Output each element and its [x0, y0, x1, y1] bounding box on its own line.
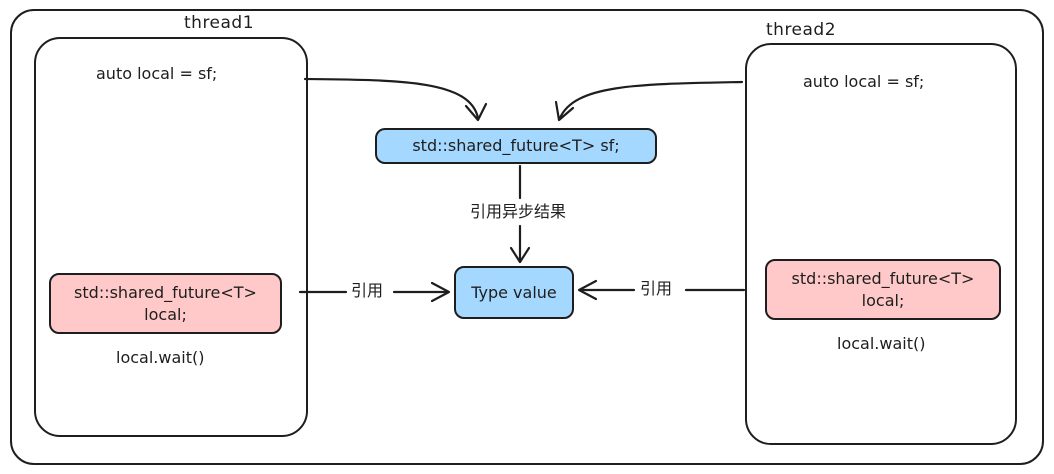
thread2-local-future: std::shared_future<T> local;: [765, 259, 1001, 320]
thread1-box: [34, 37, 308, 437]
edge-label-thread1-ref: 引用: [349, 281, 386, 301]
arrow-thread1-to-sf: [303, 77, 480, 120]
outer-frame: [10, 9, 1044, 465]
edge-label-async-result: 引用异步结果: [468, 202, 569, 222]
thread2-copy-statement: auto local = sf;: [803, 72, 925, 91]
thread1-local-future: std::shared_future<T> local;: [49, 273, 282, 334]
arrowhead-thread2-ref: [577, 279, 598, 301]
thread1-local-future-name: local;: [144, 304, 187, 324]
thread1-copy-statement: auto local = sf;: [96, 64, 218, 83]
thread2-wait-call: local.wait(): [837, 334, 926, 353]
thread2-local-future-name: local;: [861, 290, 905, 310]
arrow-thread2-to-sf: [558, 80, 744, 120]
arrowhead-thread2-to-sf: [554, 100, 575, 122]
thread1-wait-call: local.wait(): [116, 348, 205, 367]
thread1-title: thread1: [184, 13, 255, 33]
arrowhead-sf-to-result: [509, 246, 531, 264]
shared-future-node: std::shared_future<T> sf;: [375, 128, 657, 164]
thread1-local-future-type: std::shared_future<T>: [74, 282, 257, 302]
arrowhead-thread1-ref: [430, 281, 451, 303]
thread2-local-future-type: std::shared_future<T>: [791, 268, 975, 288]
thread2-title: thread2: [766, 20, 837, 40]
arrowhead-thread1-to-sf: [464, 102, 488, 122]
edge-label-thread2-ref: 引用: [638, 279, 675, 299]
type-value-node: Type value: [454, 266, 574, 319]
thread2-box: [745, 43, 1017, 445]
